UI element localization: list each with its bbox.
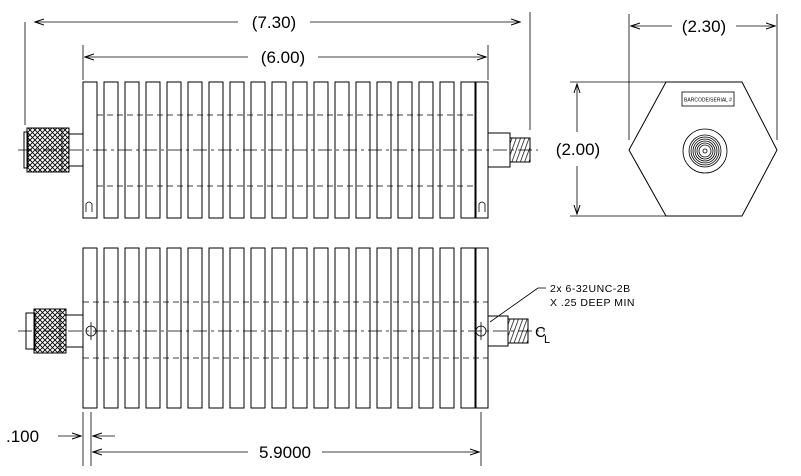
top-view: (7.30) (6.00) — [18, 12, 538, 219]
hole-spacing-label: 5.9000 — [259, 443, 311, 462]
hole-offset-label: .100 — [6, 427, 39, 446]
hole-offset-dimension: .100 — [6, 427, 115, 446]
barcode-label-text: BARCODE/SERIAL # — [684, 98, 732, 104]
overall-length-dimension: (7.30) — [35, 13, 520, 32]
end-view: (2.30) (2.00) BARCODE/SERIAL # — [556, 14, 778, 217]
body-length-label: (6.00) — [261, 48, 305, 67]
hexagon-body — [628, 81, 778, 217]
end-connector — [682, 128, 728, 174]
barcode-label-box — [681, 91, 735, 107]
side-heatsink-fins — [82, 247, 489, 409]
side-view: C L 2x 6-32UNC-2B X .25 DEEP MIN .100 5.… — [6, 247, 635, 466]
thread-callout: 2x 6-32UNC-2B X .25 DEEP MIN — [489, 283, 635, 323]
width-dimension: (2.30) — [631, 17, 775, 36]
height-label: (2.00) — [556, 140, 600, 159]
body-length-dimension: (6.00) — [85, 48, 486, 67]
centerline-symbol: C — [535, 324, 546, 341]
overall-length-label: (7.30) — [252, 13, 296, 32]
hole-spacing-dimension: 5.9000 — [93, 443, 479, 462]
height-dimension: (2.00) — [556, 84, 600, 214]
centerline-subscript: L — [544, 334, 550, 346]
width-label: (2.30) — [682, 17, 726, 36]
thread-note-line1: 2x 6-32UNC-2B — [550, 283, 631, 295]
thread-note-line2: X .25 DEEP MIN — [550, 297, 635, 309]
